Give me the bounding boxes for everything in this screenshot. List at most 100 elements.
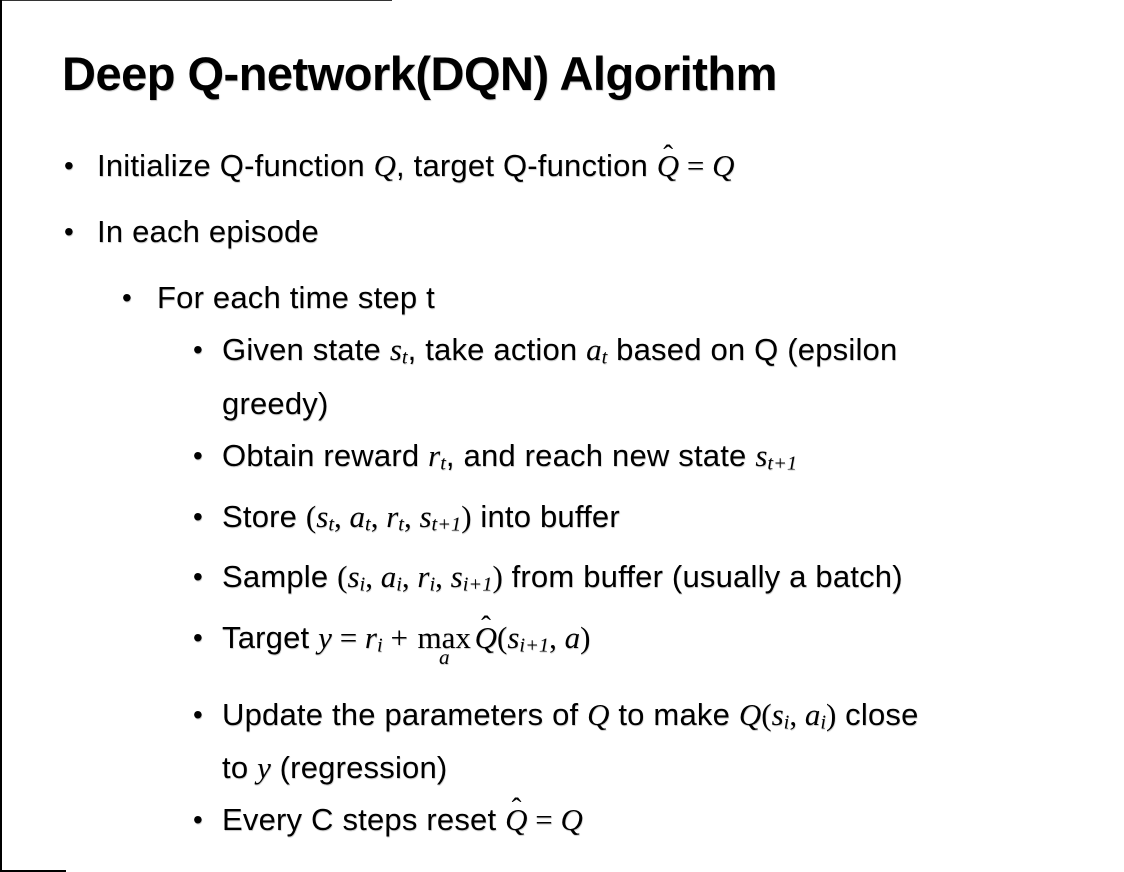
math-segment: y — [318, 620, 332, 656]
bullet-text: Obtain reward rt, and reach new state st… — [222, 433, 797, 487]
math-segment: ( — [761, 696, 772, 732]
math-segment: a — [586, 332, 602, 368]
text-segment: (regression) — [270, 750, 448, 786]
text-segment: Store — [222, 498, 306, 534]
bullet-item: •In each episode — [0, 209, 1124, 255]
text-segment: , take action — [407, 332, 587, 368]
bullet-text: Given state st, take action at based on … — [222, 327, 897, 426]
bullet-text: Sample (si, ai, ri, si+1) from buffer (u… — [222, 554, 903, 608]
math-segment: , — [403, 498, 420, 534]
math-segment: , — [365, 559, 381, 595]
math-segment: Q — [560, 802, 583, 838]
hat-accent: ˆ — [481, 611, 491, 644]
math-segment: ( — [497, 620, 508, 656]
math-segment: a — [564, 620, 581, 656]
math-segment: , — [334, 498, 350, 534]
bullet-item: • For each time step t — [0, 275, 1124, 321]
math-segment: , — [435, 559, 451, 595]
math-segment: s — [771, 696, 784, 732]
bullet-marker: • — [193, 804, 203, 836]
math-segment: , — [401, 559, 418, 595]
math-segment: ( — [337, 559, 348, 595]
bullet-item: • Sample (si, ai, ri, si+1) from buffer (… — [0, 554, 1124, 608]
math-segment: ) — [580, 620, 591, 656]
math-segment: s — [450, 559, 463, 595]
bullet-marker: • — [122, 282, 132, 314]
text-segment: In each episode — [97, 214, 319, 250]
bullet-item: • Initialize Q-function Q, target Q-funct… — [0, 140, 1124, 189]
text-segment: Target — [222, 620, 319, 656]
math-segment: = — [527, 802, 561, 838]
slide-title: Deep Q-network(DQN) Algorithm — [62, 47, 777, 100]
math-segment: s — [389, 332, 402, 368]
bullet-marker: • — [64, 150, 74, 182]
bullet-marker: • — [193, 698, 203, 730]
math-segment: i+1 — [462, 574, 493, 597]
bullet-text: For each time step t — [157, 275, 435, 321]
math-segment: a — [349, 498, 366, 534]
bullet-item: • Obtain reward rt, and reach new state s… — [0, 433, 1124, 487]
math-segment: r — [417, 559, 430, 595]
max-subscript: a — [438, 645, 450, 670]
math-segment: i — [429, 574, 436, 597]
math-segment: i — [820, 711, 827, 734]
math-segment: ) — [826, 696, 837, 732]
hat-accent: ˆ — [663, 140, 674, 173]
math-segment: a — [380, 559, 397, 595]
math-segment: r — [428, 438, 441, 474]
text-segment: to make — [609, 696, 739, 732]
text-segment: Given state — [222, 332, 390, 368]
math-segment: = — [679, 148, 713, 184]
math-segment: ) — [492, 559, 503, 595]
math-segment: i+1 — [519, 634, 550, 657]
math-segment: t+1 — [431, 513, 462, 536]
text-segment: into buffer — [471, 498, 620, 534]
hat-accent: ˆ — [511, 793, 522, 826]
math-segment: , — [789, 696, 805, 732]
math-segment: t — [365, 513, 371, 536]
math-segment: r — [386, 498, 399, 534]
math-segment: , — [549, 620, 565, 656]
bullet-text: Initialize Q-function Q, target Q-functi… — [97, 140, 735, 189]
math-segment: ) — [461, 498, 472, 534]
math-segment: y — [257, 750, 271, 786]
math-segment: a — [804, 696, 821, 732]
text-segment: close — [836, 696, 919, 732]
math-segment: t — [440, 452, 446, 475]
math-segment: t — [328, 513, 335, 536]
bullet-marker: • — [193, 561, 203, 593]
slide-border-left — [0, 0, 2, 872]
math-segment: s — [316, 498, 329, 534]
math-segment: s — [347, 559, 360, 595]
bullet-item: •Update the parameters of Q to make Q(si… — [0, 692, 1124, 791]
slide-border-bottom-left — [0, 870, 66, 872]
bullet-text: Store (st, at, rt, st+1) into buffer — [222, 494, 620, 548]
text-segment: to — [222, 750, 258, 786]
text-segment: from buffer (usually a batch) — [502, 559, 903, 595]
math-segment: , — [370, 498, 387, 534]
math-segment: i — [783, 711, 790, 734]
max-word: max — [417, 620, 471, 656]
text-segment: Initialize Q-function — [97, 148, 374, 184]
math-segment: t — [401, 347, 408, 370]
math-segment: i — [377, 634, 383, 657]
math-segment: i — [359, 574, 366, 597]
math-segment: Q — [738, 696, 762, 732]
text-segment: Every C steps reset — [222, 802, 506, 838]
bullet-marker: • — [193, 440, 203, 472]
bullet-text: In each episode — [97, 209, 319, 255]
text-segment: Obtain reward — [222, 438, 429, 474]
bullet-item: •Store (st, at, rt, st+1) into buffer — [0, 494, 1124, 548]
bullet-marker: • — [193, 334, 203, 366]
text-segment: greedy) — [222, 386, 329, 422]
bullet-marker: • — [193, 500, 203, 532]
math-segment: Q — [587, 696, 610, 732]
math-segment: t+1 — [767, 452, 798, 475]
